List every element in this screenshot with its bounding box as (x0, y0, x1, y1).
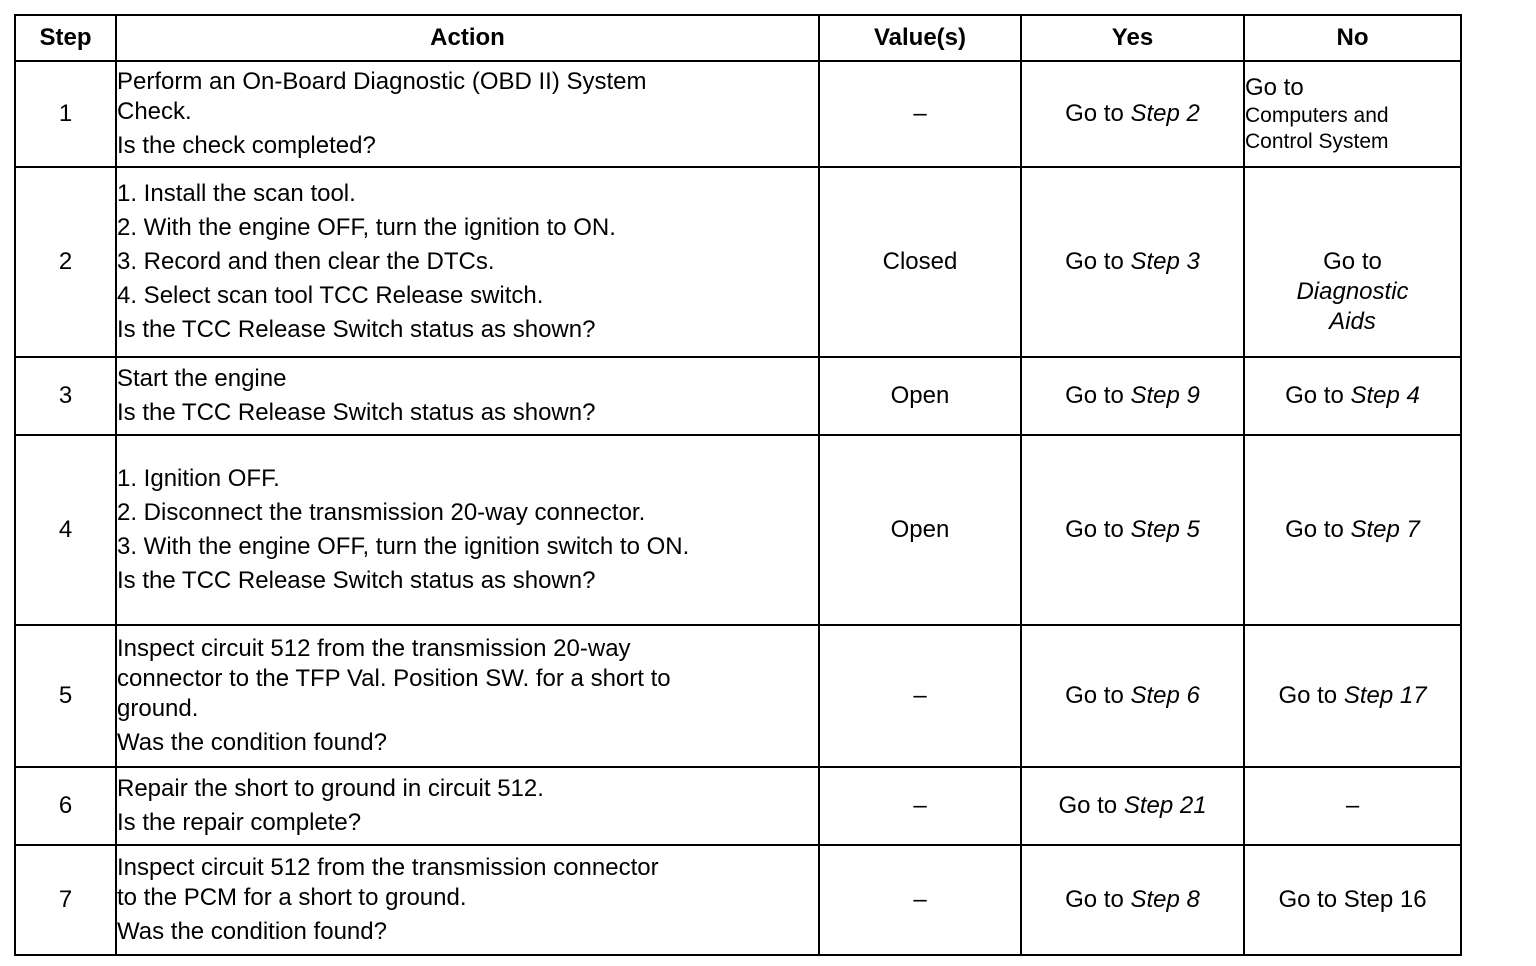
no-cell: – (1243, 766, 1462, 846)
no-step-link[interactable]: Step 17 (1343, 682, 1427, 709)
table-row: 7 Inspect circuit 512 from the transmiss… (14, 844, 1462, 956)
action-text: Start the engine (117, 365, 287, 392)
action-item: 4. Select scan tool TCC Release switch. (117, 282, 544, 309)
header-yes: Yes (1020, 14, 1245, 62)
action-text: ground. (117, 695, 199, 722)
no-link[interactable]: Control System (1245, 130, 1389, 153)
no-cell[interactable]: Go to Step 16 (1243, 844, 1462, 956)
no-prefix: Go to (1285, 382, 1351, 409)
action-cell: Inspect circuit 512 from the transmissio… (115, 624, 820, 768)
value-cell: Open (818, 356, 1022, 436)
value-cell: – (818, 844, 1022, 956)
yes-step-link[interactable]: Step 5 (1130, 516, 1200, 543)
header-action: Action (115, 14, 820, 62)
yes-cell: Go to Step 5 (1020, 434, 1245, 626)
action-text: Inspect circuit 512 from the transmissio… (117, 854, 659, 881)
step-number: 6 (14, 766, 117, 846)
table-row: 1 Perform an On-Board Diagnostic (OBD II… (14, 60, 1462, 168)
no-text: Go to (1323, 248, 1382, 275)
table-row: 2 1. Install the scan tool. 2. With the … (14, 166, 1462, 358)
yes-prefix: Go to (1065, 382, 1131, 409)
yes-step-link[interactable]: Step 21 (1123, 792, 1207, 819)
action-question: Is the repair complete? (117, 809, 362, 836)
yes-cell: Go to Step 2 (1020, 60, 1245, 168)
action-text: Check. (117, 98, 192, 125)
yes-prefix: Go to (1065, 886, 1131, 913)
action-item: 3. With the engine OFF, turn the ignitio… (117, 533, 690, 560)
action-question: Is the TCC Release Switch status as show… (117, 316, 596, 343)
yes-prefix: Go to (1065, 516, 1131, 543)
yes-prefix: Go to (1065, 682, 1131, 709)
value-cell: – (818, 624, 1022, 768)
value-cell: Open (818, 434, 1022, 626)
header-no: No (1243, 14, 1462, 62)
action-item: 2. Disconnect the transmission 20-way co… (117, 499, 646, 526)
yes-prefix: Go to (1058, 792, 1124, 819)
action-cell: Repair the short to ground in circuit 51… (115, 766, 820, 846)
action-cell: Inspect circuit 512 from the transmissio… (115, 844, 820, 956)
action-text: Inspect circuit 512 from the transmissio… (117, 635, 631, 662)
action-item: 2. With the engine OFF, turn the ignitio… (117, 214, 616, 241)
no-text: Go to (1245, 74, 1304, 101)
yes-step-link[interactable]: Step 8 (1130, 886, 1200, 913)
step-number: 1 (14, 60, 117, 168)
step-number: 7 (14, 844, 117, 956)
no-cell: Go to Computers and Control System (1243, 60, 1462, 168)
step-number: 2 (14, 166, 117, 358)
yes-cell: Go to Step 21 (1020, 766, 1245, 846)
step-number: 5 (14, 624, 117, 768)
action-text: to the PCM for a short to ground. (117, 884, 467, 911)
value-cell: Closed (818, 166, 1022, 358)
value-cell: – (818, 60, 1022, 168)
yes-prefix: Go to (1065, 248, 1131, 275)
yes-step-link[interactable]: Step 2 (1130, 100, 1200, 127)
no-step-link[interactable]: Step 4 (1350, 382, 1420, 409)
no-link[interactable]: Computers and (1245, 104, 1389, 127)
header-row: Step Action Value(s) Yes No (14, 14, 1462, 62)
action-text: Perform an On-Board Diagnostic (OBD II) … (117, 68, 647, 95)
no-cell: Go to Diagnostic Aids (1243, 166, 1462, 358)
header-values: Value(s) (818, 14, 1022, 62)
no-prefix: Go to (1285, 516, 1351, 543)
action-question: Is the check completed? (117, 132, 376, 159)
no-link[interactable]: Aids (1329, 308, 1376, 335)
step-number: 4 (14, 434, 117, 626)
table-row: 6 Repair the short to ground in circuit … (14, 766, 1462, 846)
yes-step-link[interactable]: Step 3 (1130, 248, 1200, 275)
action-item: 3. Record and then clear the DTCs. (117, 248, 495, 275)
yes-cell: Go to Step 6 (1020, 624, 1245, 768)
action-item: 1. Install the scan tool. (117, 180, 356, 207)
action-text: connector to the TFP Val. Position SW. f… (117, 665, 671, 692)
action-cell: 1. Install the scan tool. 2. With the en… (115, 166, 820, 358)
header-step: Step (14, 14, 117, 62)
action-cell: Start the engine Is the TCC Release Swit… (115, 356, 820, 436)
no-step-link[interactable]: Step 7 (1350, 516, 1420, 543)
yes-step-link[interactable]: Step 6 (1130, 682, 1200, 709)
action-question: Was the condition found? (117, 729, 387, 756)
yes-step-link[interactable]: Step 9 (1130, 382, 1200, 409)
no-cell: Go to Step 4 (1243, 356, 1462, 436)
step-number: 3 (14, 356, 117, 436)
yes-cell: Go to Step 9 (1020, 356, 1245, 436)
action-text: Repair the short to ground in circuit 51… (117, 775, 544, 802)
yes-cell: Go to Step 3 (1020, 166, 1245, 358)
no-prefix: Go to (1278, 682, 1344, 709)
action-question: Was the condition found? (117, 918, 387, 945)
action-cell: 1. Ignition OFF. 2. Disconnect the trans… (115, 434, 820, 626)
diagnostic-table: Step Action Value(s) Yes No 1 Perform an… (14, 14, 1462, 956)
action-question: Is the TCC Release Switch status as show… (117, 399, 596, 426)
action-cell: Perform an On-Board Diagnostic (OBD II) … (115, 60, 820, 168)
yes-cell: Go to Step 8 (1020, 844, 1245, 956)
action-item: 1. Ignition OFF. (117, 465, 280, 492)
value-cell: – (818, 766, 1022, 846)
yes-prefix: Go to (1065, 100, 1131, 127)
no-cell: Go to Step 7 (1243, 434, 1462, 626)
table-row: 5 Inspect circuit 512 from the transmiss… (14, 624, 1462, 768)
table-row: 3 Start the engine Is the TCC Release Sw… (14, 356, 1462, 436)
no-cell: Go to Step 17 (1243, 624, 1462, 768)
no-link[interactable]: Diagnostic (1296, 278, 1409, 305)
table-row: 4 1. Ignition OFF. 2. Disconnect the tra… (14, 434, 1462, 626)
action-question: Is the TCC Release Switch status as show… (117, 567, 596, 594)
